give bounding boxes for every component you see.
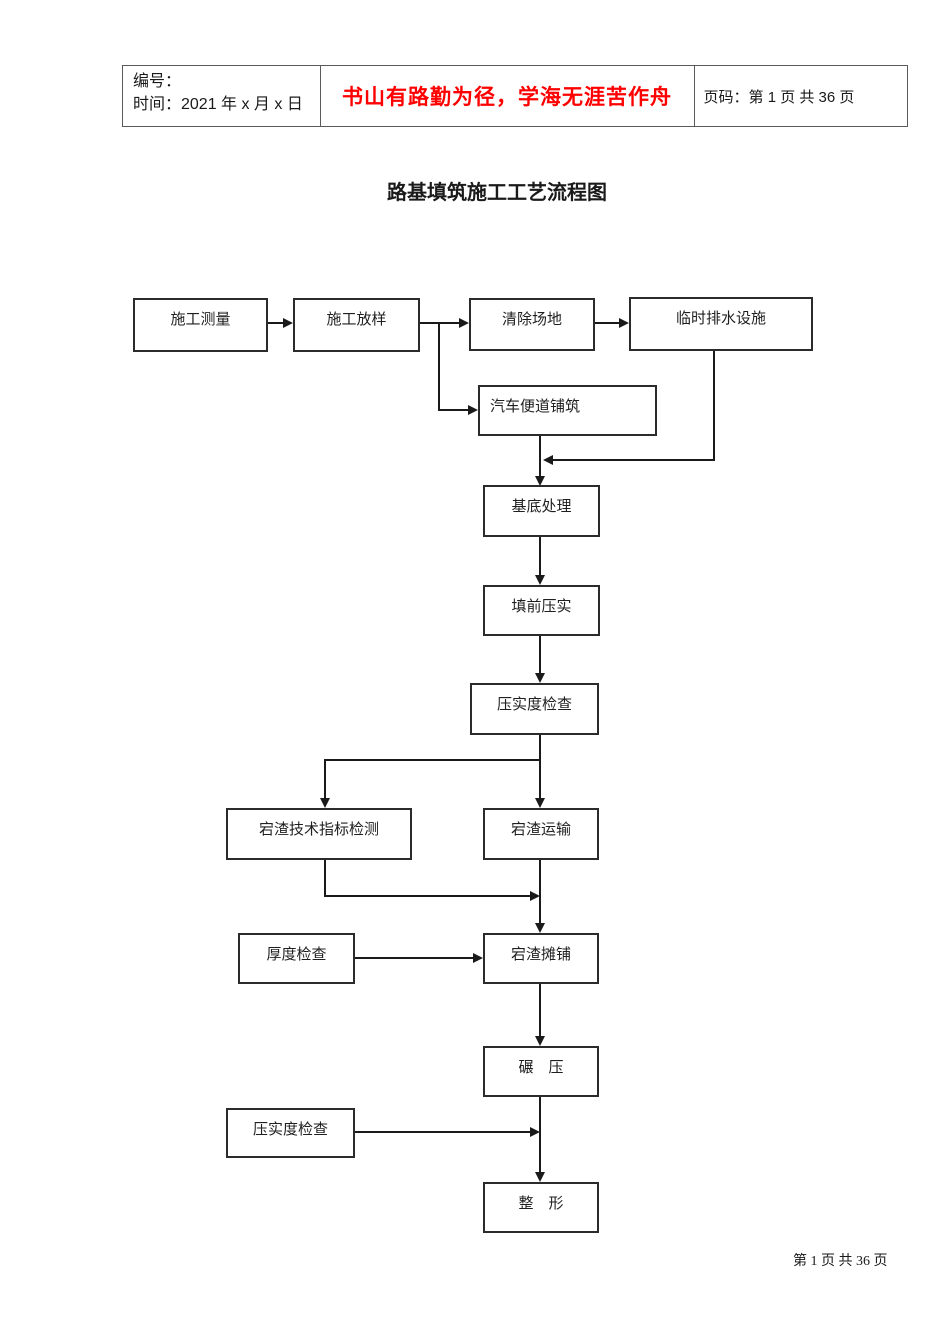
arrow-head xyxy=(535,923,545,933)
flow-node-compaction-check-1: 压实度检查 xyxy=(470,683,599,735)
header-cell-number-time: 编号： 时间：2021 年 x 月 x 日 xyxy=(123,66,321,126)
connector-line xyxy=(539,537,541,576)
flow-node-rock-fill-transport: 宕渣运输 xyxy=(483,808,599,860)
connector-line xyxy=(439,409,468,411)
flow-node-site-clearing: 清除场地 xyxy=(469,298,595,351)
connector-line xyxy=(713,351,715,461)
connector-line xyxy=(324,760,326,799)
arrow-head xyxy=(530,1127,540,1137)
arrow-head xyxy=(459,318,469,328)
connector-line xyxy=(438,322,440,411)
arrow-head xyxy=(468,405,478,415)
connector-line xyxy=(595,322,619,324)
arrow-head xyxy=(535,1036,545,1046)
connector-line xyxy=(324,895,531,897)
flow-node-rock-fill-spreading: 宕渣摊铺 xyxy=(483,933,599,984)
flow-node-foundation-treatment: 基底处理 xyxy=(483,485,600,537)
connector-line xyxy=(539,636,541,674)
flow-node-thickness-check: 厚度检查 xyxy=(238,933,355,984)
arrow-head xyxy=(473,953,483,963)
connector-line xyxy=(539,1097,541,1173)
arrow-head xyxy=(543,455,553,465)
header-cell-motto: 书山有路勤为径，学海无涯苦作舟 xyxy=(321,66,695,126)
flow-node-pre-fill-compaction: 填前压实 xyxy=(483,585,600,636)
flow-node-shaping: 整 形 xyxy=(483,1182,599,1233)
connector-line xyxy=(539,436,541,477)
flow-node-rock-fill-index-test: 宕渣技术指标检测 xyxy=(226,808,412,860)
arrow-head xyxy=(535,476,545,486)
connector-line xyxy=(539,760,541,799)
connector-line xyxy=(324,860,326,897)
page-number-label: 页码：第 1 页 共 36 页 xyxy=(703,88,855,106)
connector-line xyxy=(355,957,473,959)
page-title: 路基填筑施工工艺流程图 xyxy=(387,182,607,204)
flow-node-compaction-check-2: 压实度检查 xyxy=(226,1108,355,1158)
motto: 书山有路勤为径，学海无涯苦作舟 xyxy=(342,86,673,109)
header-cell-page: 页码：第 1 页 共 36 页 xyxy=(695,66,907,126)
flow-node-construction-layout: 施工放样 xyxy=(293,298,420,352)
header-table: 编号： 时间：2021 年 x 月 x 日 书山有路勤为径，学海无涯苦作舟 页码… xyxy=(122,65,908,127)
arrow-head xyxy=(619,318,629,328)
arrow-head xyxy=(535,673,545,683)
connector-line xyxy=(355,1131,531,1133)
flow-node-vehicle-access-road: 汽车便道铺筑 xyxy=(478,385,657,436)
arrow-head xyxy=(283,318,293,328)
flow-node-construction-survey: 施工测量 xyxy=(133,298,268,352)
arrow-head xyxy=(535,798,545,808)
time-label: 时间：2021 年 x 月 x 日 xyxy=(133,96,303,113)
connector-line xyxy=(539,984,541,1037)
connector-line xyxy=(552,459,715,461)
connector-line xyxy=(539,860,541,924)
connector-line xyxy=(324,759,541,761)
flow-node-rolling: 碾 压 xyxy=(483,1046,599,1097)
arrow-head xyxy=(320,798,330,808)
footer-page-number: 第 1 页 共 36 页 xyxy=(793,1254,888,1269)
flow-node-temporary-drainage: 临时排水设施 xyxy=(629,297,813,351)
arrow-head xyxy=(535,575,545,585)
arrow-head xyxy=(530,891,540,901)
connector-line xyxy=(268,322,284,324)
arrow-head xyxy=(535,1172,545,1182)
connector-line xyxy=(539,735,541,761)
number-label: 编号： xyxy=(133,73,182,90)
